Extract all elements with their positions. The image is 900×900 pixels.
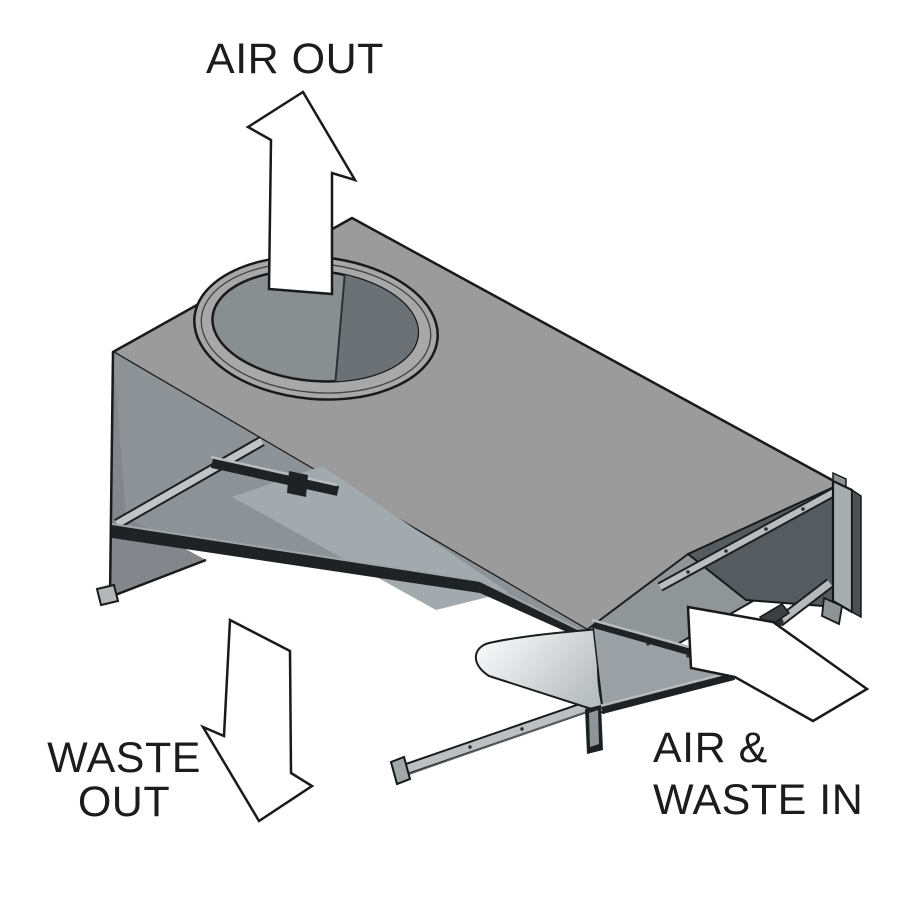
rivet xyxy=(686,654,690,658)
mount-foot xyxy=(95,583,120,607)
flange-side xyxy=(851,488,862,619)
rivet xyxy=(468,745,472,749)
air-waste-in-label-line2: WASTE IN xyxy=(653,776,863,824)
rivet xyxy=(686,570,690,574)
tray-clip xyxy=(287,471,308,497)
air-out-arrow-icon xyxy=(245,90,358,296)
rivet xyxy=(520,727,524,731)
front-bottom-bar-edge xyxy=(111,523,613,647)
hood-body xyxy=(95,216,845,655)
flange-tab-bottom xyxy=(821,596,844,626)
shelf-bracket xyxy=(585,705,603,754)
tray-cross-bar xyxy=(210,455,340,497)
flange-face xyxy=(831,479,854,614)
tray-rail-left xyxy=(114,436,265,529)
waste-out-label-line2: OUT xyxy=(78,778,170,826)
chute-rail-end-cap xyxy=(389,755,412,786)
inlet-flange xyxy=(821,471,862,626)
shelf-rail-front xyxy=(599,670,735,714)
rivet xyxy=(764,527,768,531)
exhaust-collar xyxy=(193,255,439,401)
chute-rail xyxy=(389,699,594,786)
collar-hole-shadow xyxy=(333,262,423,390)
labels: AIR OUT WASTE OUT AIR & WASTE IN xyxy=(47,35,863,826)
rivet xyxy=(694,685,698,689)
rivet xyxy=(724,549,728,553)
waste-out-arrow-icon xyxy=(199,617,315,823)
rivet xyxy=(646,642,650,646)
flow-arrows xyxy=(199,90,870,823)
deflector-sheet xyxy=(474,628,605,714)
front-bottom-bar xyxy=(112,524,618,655)
waste-out-label-line1: WASTE xyxy=(47,734,201,782)
air-waste-in-label-line1: AIR & xyxy=(653,724,768,772)
rivet xyxy=(650,696,654,700)
rivet xyxy=(801,507,805,511)
air-out-label: AIR OUT xyxy=(206,35,384,83)
duct-top-rail xyxy=(657,487,837,592)
air-waste-in-arrow-icon xyxy=(686,605,870,723)
collar-hole-divider xyxy=(332,262,348,390)
